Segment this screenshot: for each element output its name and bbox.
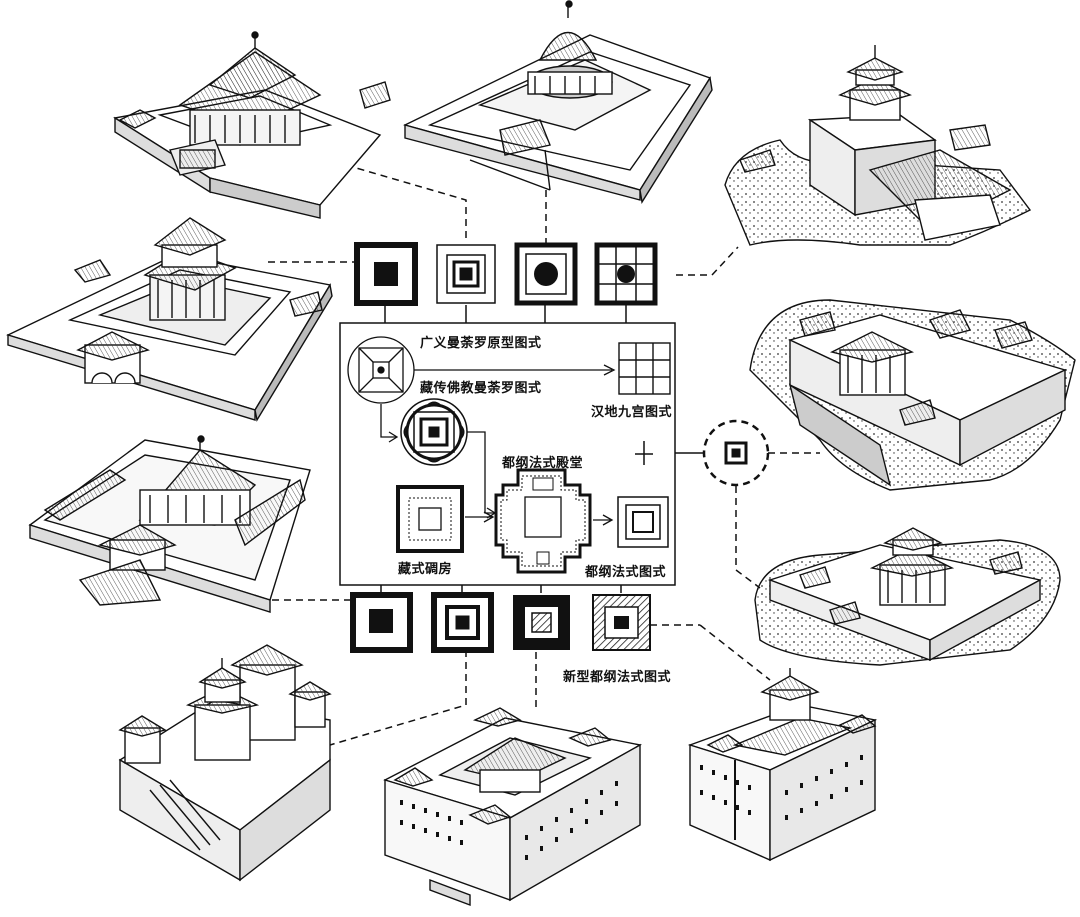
building-top-left xyxy=(113,31,391,219)
nine-palace-grid xyxy=(618,342,671,395)
arrow-diaofang-to-hall xyxy=(465,511,495,523)
building-left-courtyard xyxy=(28,435,311,613)
building-top-center xyxy=(403,0,713,204)
building-left-tiered xyxy=(6,217,333,422)
label-new-dugang-pattern: 新型都纲法式图式 xyxy=(563,670,672,685)
tibetan-mandala-symbol xyxy=(400,398,468,466)
label-tibetan-diaofang: 藏式碉房 xyxy=(398,562,453,577)
top-symbol-2 xyxy=(436,244,496,304)
label-dugang-hall: 都纲法式殿堂 xyxy=(502,456,584,471)
cross-mark xyxy=(635,441,653,465)
building-bottom-left xyxy=(118,644,332,882)
top-symbol-4 xyxy=(594,242,658,306)
generalized-mandala-symbol xyxy=(347,336,415,404)
building-top-right xyxy=(724,45,1032,246)
top-symbol-3 xyxy=(514,242,578,306)
bottom-symbol-3 xyxy=(513,595,570,650)
bottom-symbol-1 xyxy=(350,592,413,653)
label-han-nine-palace: 汉地九宫图式 xyxy=(591,405,673,420)
arrow-to-dugang-hall xyxy=(467,431,497,519)
building-right-upper xyxy=(749,299,1076,491)
bottom-symbol-4 xyxy=(592,594,651,651)
right-circle-symbol xyxy=(675,419,770,487)
label-dugang-pattern: 都纲法式图式 xyxy=(585,565,667,580)
label-generalized-mandala: 广义曼荼罗原型图式 xyxy=(420,336,542,351)
building-right-lower xyxy=(754,527,1061,666)
arrow-to-nine-palace xyxy=(414,364,616,376)
building-bottom-right xyxy=(687,668,878,862)
arrow-to-tibetan-mandala xyxy=(380,404,399,443)
label-tibetan-mandala: 藏传佛教曼荼罗图式 xyxy=(420,381,542,396)
bottom-symbol-2 xyxy=(431,592,494,653)
arrow-hall-to-pattern xyxy=(593,514,614,526)
tibetan-diaofang-plan xyxy=(396,485,464,553)
building-bottom-center xyxy=(383,707,642,907)
dugang-pattern-symbol xyxy=(617,496,669,548)
top-symbol-1 xyxy=(354,242,418,306)
dugang-hall-plan xyxy=(494,468,592,574)
central-frame xyxy=(339,305,676,593)
